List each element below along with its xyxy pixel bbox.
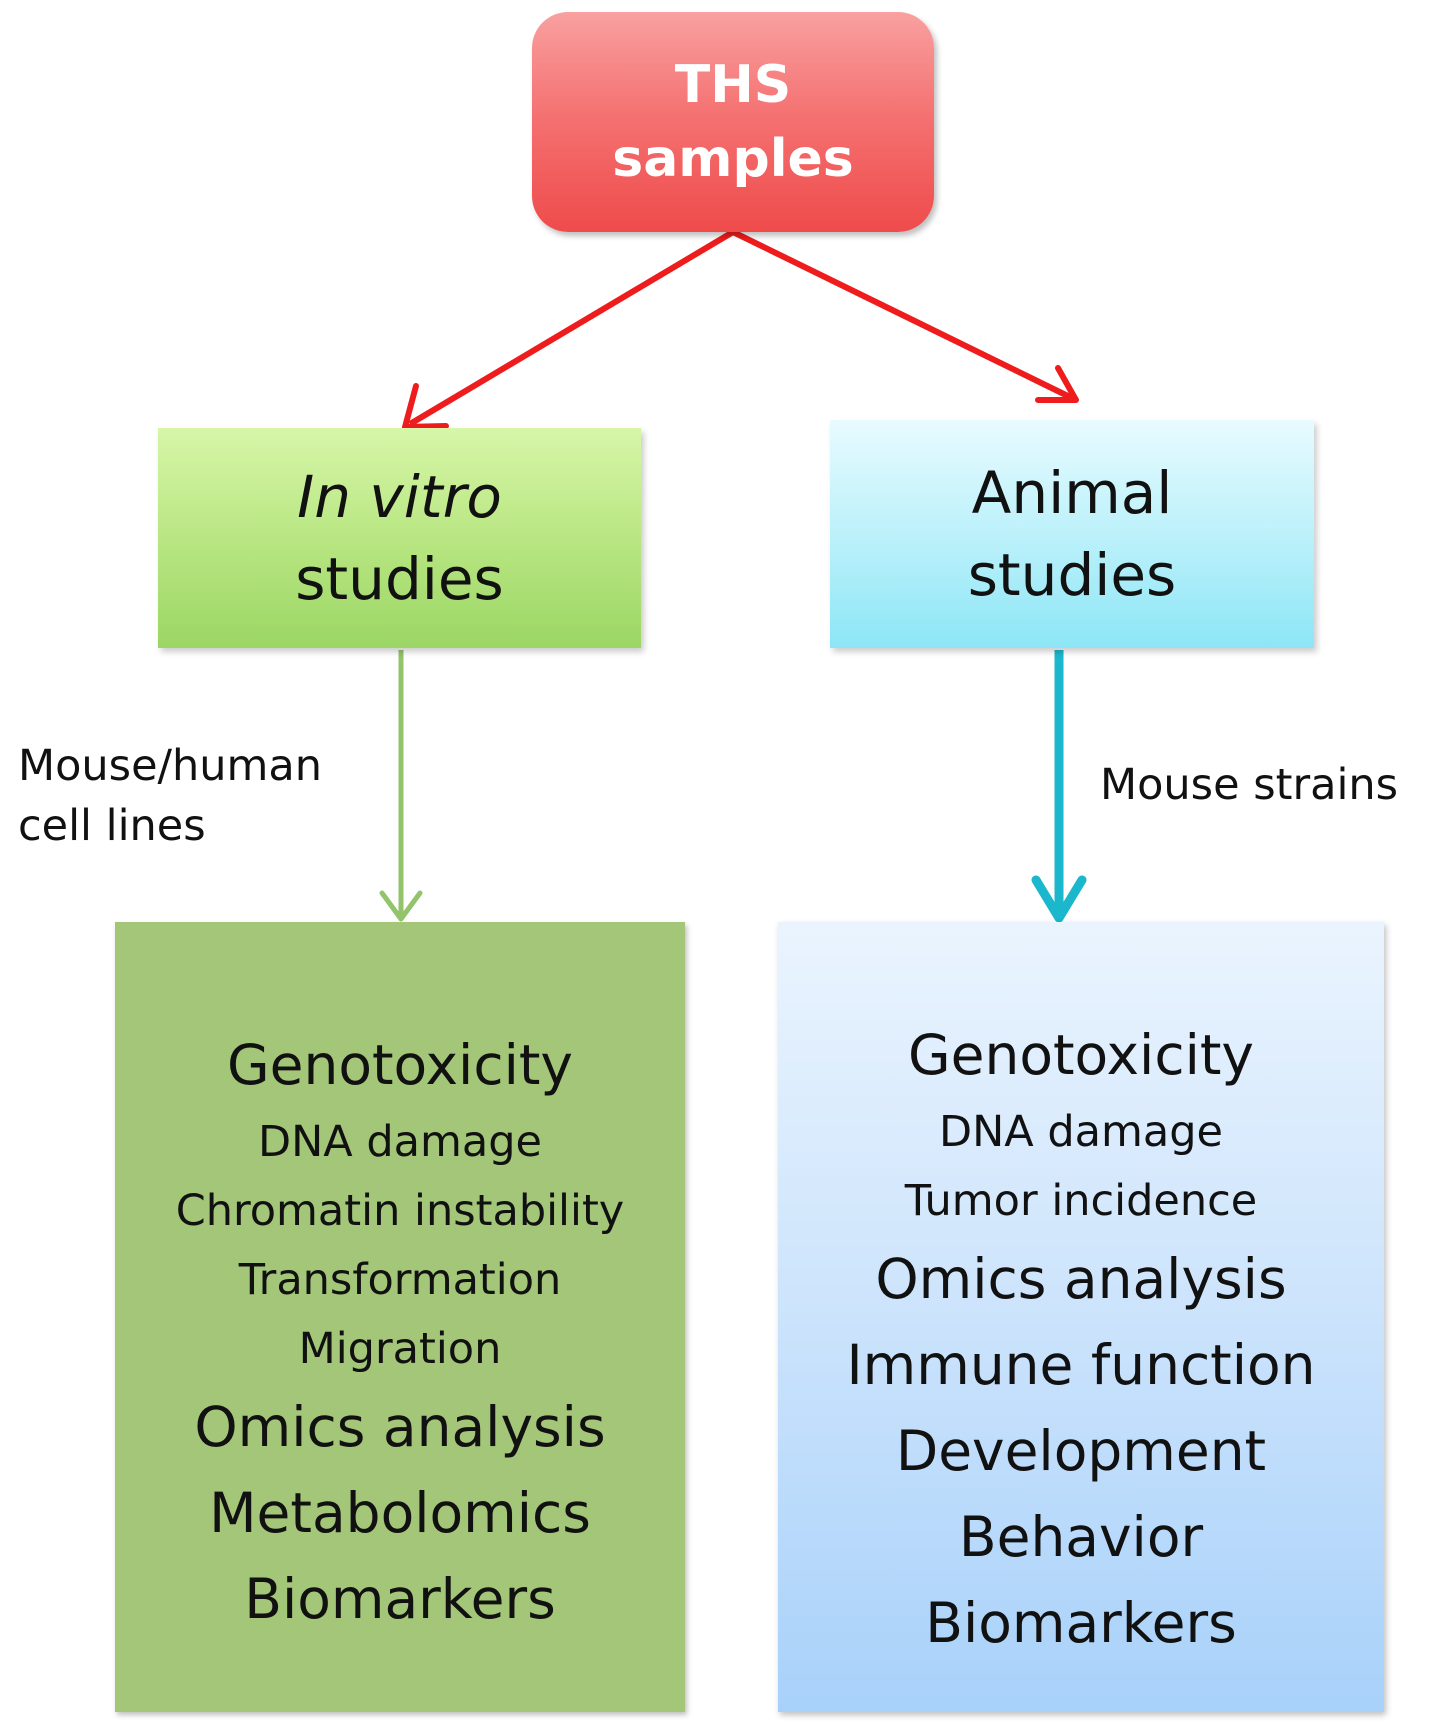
edge-label-cell-lines: Mouse/human cell lines [18,736,322,856]
outcome-item: Behavior [958,1505,1204,1569]
animal-studies-node: Animal studies [830,420,1314,648]
outcome-item: Omics analysis [194,1395,606,1459]
arrow-head [1031,875,1087,923]
arrow-shaft [731,229,1074,401]
outcome-item: Tumor incidence [904,1176,1258,1226]
outcome-item: DNA damage [258,1117,542,1167]
animal-label-line2: studies [967,541,1177,609]
in-vitro-label-line2: studies [295,545,504,613]
arrow-animal-to-outcomes [1031,650,1087,923]
in-vitro-studies-node: In vitro studies [158,428,641,648]
outcome-item: Metabolomics [209,1481,591,1545]
outcome-item: Migration [298,1324,502,1374]
outcome-item: Biomarkers [925,1591,1237,1655]
outcome-item: DNA damage [939,1107,1223,1157]
outcome-item: Development [895,1419,1267,1483]
outcome-item: Genotoxicity [227,1033,573,1097]
arrow-head [379,890,423,922]
in-vitro-label-line1: In vitro [297,463,502,531]
arrow-ths-to-animal [731,229,1079,403]
edge-label-line: Mouse/human [18,741,323,791]
outcome-item: Chromatin instability [175,1186,625,1236]
outcome-item: Transformation [238,1255,562,1305]
outcome-item: Genotoxicity [908,1023,1254,1087]
arrow-head [402,383,449,430]
arrow-head [1035,365,1079,403]
outcome-item: Omics analysis [875,1247,1287,1311]
edge-label-line: cell lines [18,801,206,851]
edge-label-mouse-strains: Mouse strains [1100,760,1399,810]
animal-label-line1: Animal [971,459,1173,527]
ths-samples-node: THS samples [532,12,934,232]
outcome-item: Biomarkers [244,1567,556,1631]
arrow-ths-to-in-vitro [402,229,735,430]
arrow-shaft [408,229,735,427]
arrow-in-vitro-to-outcomes [379,650,423,922]
outcome-item: Immune function [846,1333,1316,1397]
ths-label-line2: samples [612,129,854,189]
ths-label-line1: THS [674,55,792,115]
